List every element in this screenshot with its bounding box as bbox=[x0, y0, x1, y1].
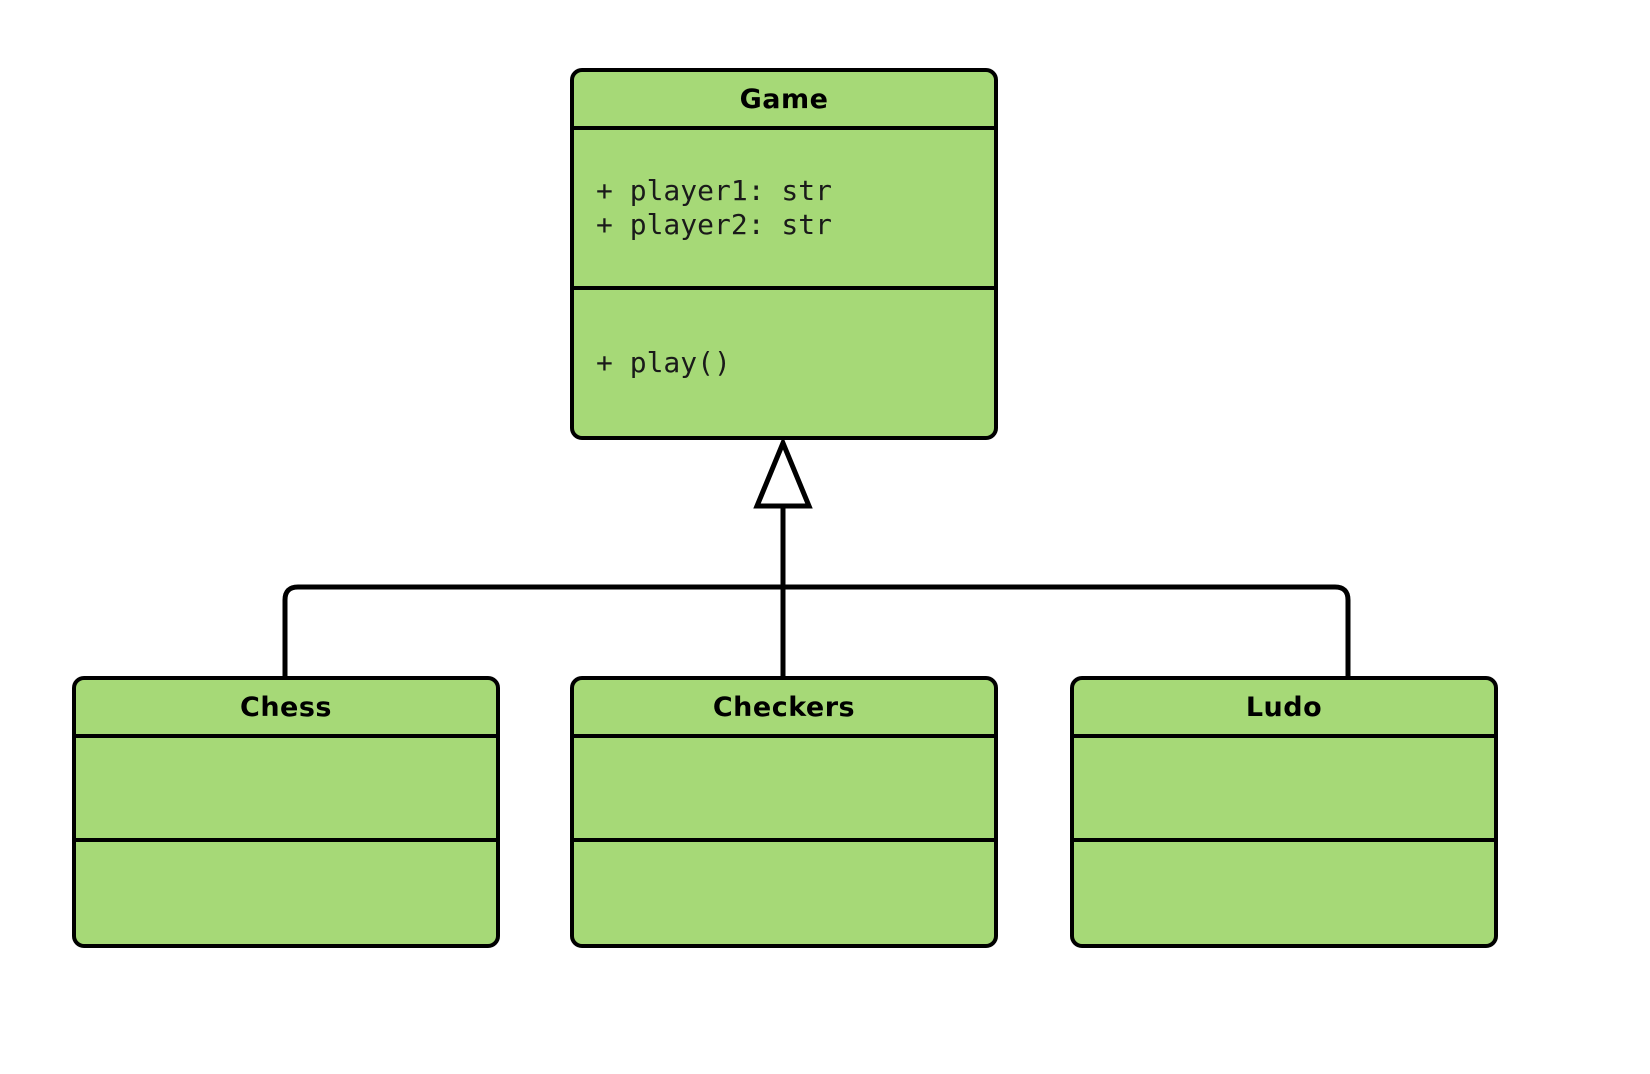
uml-class-game[interactable]: Game + player1: str + player2: str + pla… bbox=[570, 68, 998, 440]
uml-class-chess[interactable]: Chess bbox=[72, 676, 500, 948]
uml-class-title-ludo: Ludo bbox=[1074, 680, 1494, 738]
uml-attributes-chess bbox=[76, 738, 496, 842]
uml-class-title-checkers: Checkers bbox=[574, 680, 994, 738]
uml-methods-chess bbox=[76, 842, 496, 944]
uml-class-checkers[interactable]: Checkers bbox=[570, 676, 998, 948]
uml-attribute-item: + player1: str bbox=[596, 173, 833, 207]
generalization-arrowhead bbox=[753, 436, 813, 509]
uml-method-item: + play() bbox=[596, 345, 731, 379]
uml-methods-checkers bbox=[574, 842, 994, 944]
uml-class-ludo[interactable]: Ludo bbox=[1070, 676, 1498, 948]
uml-methods-game: + play() bbox=[574, 290, 994, 436]
uml-class-title-game: Game bbox=[574, 72, 994, 130]
uml-attributes-game: + player1: str + player2: str bbox=[574, 130, 994, 290]
uml-attribute-item: + player2: str bbox=[596, 208, 833, 241]
connector-bus bbox=[282, 584, 1351, 679]
uml-methods-ludo bbox=[1074, 842, 1494, 944]
uml-attributes-ludo bbox=[1074, 738, 1494, 842]
uml-attributes-checkers bbox=[574, 738, 994, 842]
uml-class-title-chess: Chess bbox=[76, 680, 496, 738]
